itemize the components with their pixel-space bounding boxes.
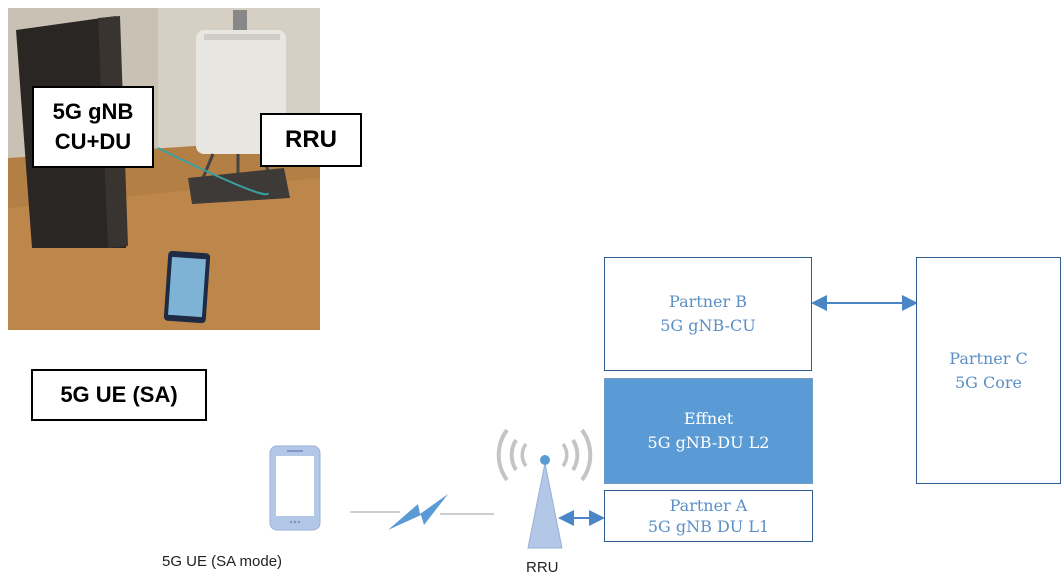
rru-caption: RRU [526,559,559,576]
rru-photo-label-text: RRU [285,126,337,153]
partner-c-role: 5G Core [954,372,1023,392]
effnet-role: 5G gNB-DU L2 [647,433,770,452]
partner-b-name: Partner B [669,292,747,311]
partner-b-cu-box: Partner B 5G gNB-CU [604,257,812,371]
gnb-label-line2: CU+DU [54,129,132,154]
partner-b-role: 5G gNB-CU [660,316,756,335]
ue-caption: 5G UE (SA mode) [162,553,283,570]
ue-photo-label: 5G UE (SA) [31,369,207,421]
lightning-bolt-icon [388,494,448,530]
gnb-cu-du-label: 5G gNB CU+DU [32,86,154,168]
partner-c-core-box: Partner C 5G Core [916,257,1061,484]
partner-a-role: 5G gNB DU L1 [647,517,770,536]
gnb-label-line1: 5G gNB [52,99,134,124]
rru-photo-label: RRU [260,113,362,167]
radio-link-icon [350,494,494,530]
rru-tower-icon [496,428,593,549]
partner-c-name: Partner C [949,348,1028,368]
partner-a-du-l1-box: Partner A 5G gNB DU L1 [604,490,813,542]
ue-photo-label-text: 5G UE (SA) [60,382,178,407]
effnet-du-l2-box: Effnet 5G gNB-DU L2 [604,378,813,484]
phone-icon [269,445,321,531]
effnet-name: Effnet [683,409,734,428]
partner-a-name: Partner A [669,496,748,515]
